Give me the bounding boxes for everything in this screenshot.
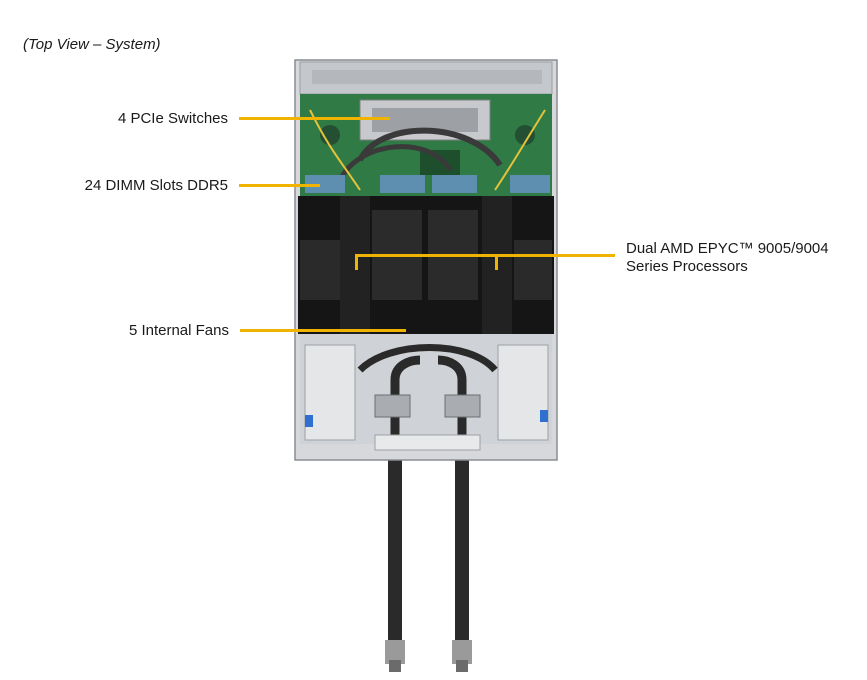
leader-line-cpu: [355, 254, 615, 257]
callout-dimm-slots: 24 DIMM Slots DDR5: [84, 177, 228, 194]
figure-caption: (Top View – System): [23, 36, 161, 53]
air-shroud: [298, 196, 554, 334]
callout-pcie-switches: 4 PCIe Switches: [117, 110, 228, 127]
leader-tick-cpu-left: [355, 254, 358, 270]
leader-line-pcie: [239, 117, 390, 120]
leader-line-dimm: [239, 184, 320, 187]
callout-internal-fans: 5 Internal Fans: [128, 322, 229, 339]
callout-cpu-line1: Dual AMD EPYC™ 9005/9004: [626, 240, 829, 257]
leader-line-fans: [240, 329, 406, 332]
callout-cpu-line2: Series Processors: [626, 258, 748, 275]
leader-tick-cpu-right: [495, 254, 498, 270]
rear-area: [300, 334, 552, 451]
dimm-slots: [305, 175, 550, 193]
coolant-hoses: [385, 445, 472, 672]
